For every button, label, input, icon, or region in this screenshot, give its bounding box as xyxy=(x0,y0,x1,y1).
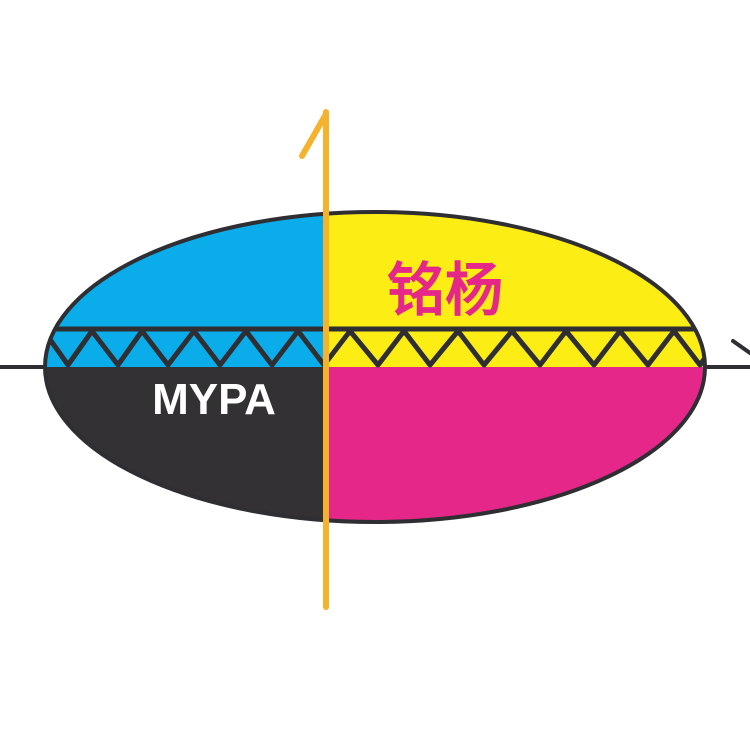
brand-english-name: MYPA xyxy=(152,375,276,424)
brand-chinese-name: 铭杨 xyxy=(387,256,503,324)
axis-arrow-tick xyxy=(731,339,750,355)
ellipse-quadrants xyxy=(45,212,705,522)
vertical-axis-hook xyxy=(299,111,329,159)
zigzag-corrugation xyxy=(45,328,705,368)
quadrant-magenta xyxy=(326,367,705,522)
ellipse-outline xyxy=(43,210,707,524)
